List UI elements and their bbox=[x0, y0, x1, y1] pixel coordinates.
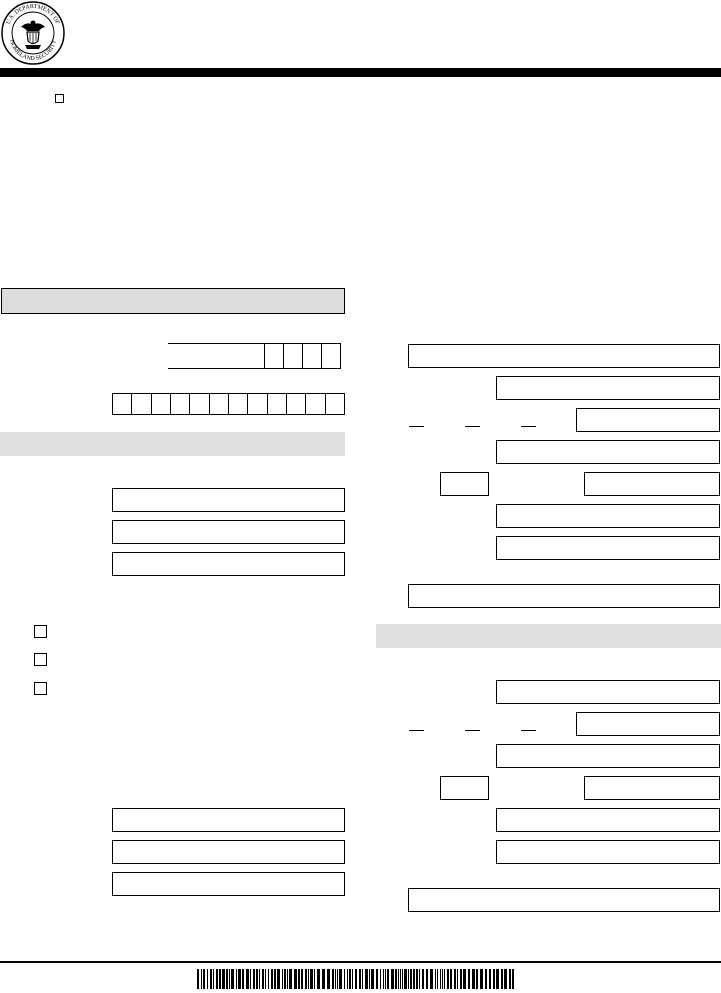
top-checkbox[interactable] bbox=[55, 94, 64, 103]
left-checkbox-3[interactable] bbox=[34, 682, 47, 695]
text-input-6[interactable] bbox=[112, 872, 345, 896]
field-divider bbox=[264, 343, 265, 368]
header-rule bbox=[0, 68, 721, 77]
number-input-1[interactable] bbox=[264, 343, 341, 369]
right-input-17[interactable] bbox=[408, 888, 720, 912]
right-input-11[interactable] bbox=[576, 712, 720, 736]
text-input-5[interactable] bbox=[112, 840, 345, 864]
text-input-1[interactable] bbox=[112, 488, 345, 512]
right-input-13-short[interactable] bbox=[440, 776, 489, 800]
right-input-10[interactable] bbox=[496, 680, 720, 704]
left-checkbox-1[interactable] bbox=[34, 625, 47, 638]
field-underline-top bbox=[168, 343, 341, 344]
right-input-2[interactable] bbox=[496, 376, 720, 400]
dhs-seal-icon: U.S. DEPARTMENT OF HOMELAND SECURITY bbox=[1, 1, 65, 65]
right-input-16[interactable] bbox=[496, 840, 720, 864]
date-dd-line-2 bbox=[465, 730, 480, 731]
field-divider bbox=[302, 343, 303, 368]
field-divider bbox=[340, 343, 341, 368]
footer-rule bbox=[0, 961, 721, 963]
section-header-2 bbox=[0, 432, 345, 456]
section-header-1 bbox=[1, 288, 345, 314]
barcode-icon bbox=[197, 969, 514, 989]
field-divider bbox=[321, 343, 322, 368]
right-input-14[interactable] bbox=[584, 776, 720, 800]
text-input-4[interactable] bbox=[112, 808, 345, 832]
right-input-6[interactable] bbox=[584, 472, 720, 496]
date-yy-line-2 bbox=[521, 730, 536, 731]
right-input-12[interactable] bbox=[496, 744, 720, 768]
right-input-8[interactable] bbox=[496, 536, 720, 560]
segmented-number-input[interactable] bbox=[112, 393, 345, 415]
text-input-3[interactable] bbox=[112, 552, 345, 576]
date-yy-line bbox=[521, 426, 536, 427]
date-dd-line bbox=[465, 426, 480, 427]
right-input-7[interactable] bbox=[496, 504, 720, 528]
field-divider bbox=[283, 343, 284, 368]
right-input-4[interactable] bbox=[496, 440, 720, 464]
right-input-1[interactable] bbox=[408, 344, 720, 368]
right-input-9[interactable] bbox=[408, 584, 720, 608]
section-header-3 bbox=[376, 624, 721, 648]
right-input-5-short[interactable] bbox=[440, 472, 489, 496]
date-mm-line bbox=[409, 426, 424, 427]
text-input-2[interactable] bbox=[112, 520, 345, 544]
right-input-15[interactable] bbox=[496, 808, 720, 832]
right-input-3[interactable] bbox=[576, 408, 720, 432]
field-underline-bottom bbox=[168, 368, 341, 369]
left-checkbox-2[interactable] bbox=[34, 653, 47, 666]
date-mm-line-2 bbox=[409, 730, 424, 731]
